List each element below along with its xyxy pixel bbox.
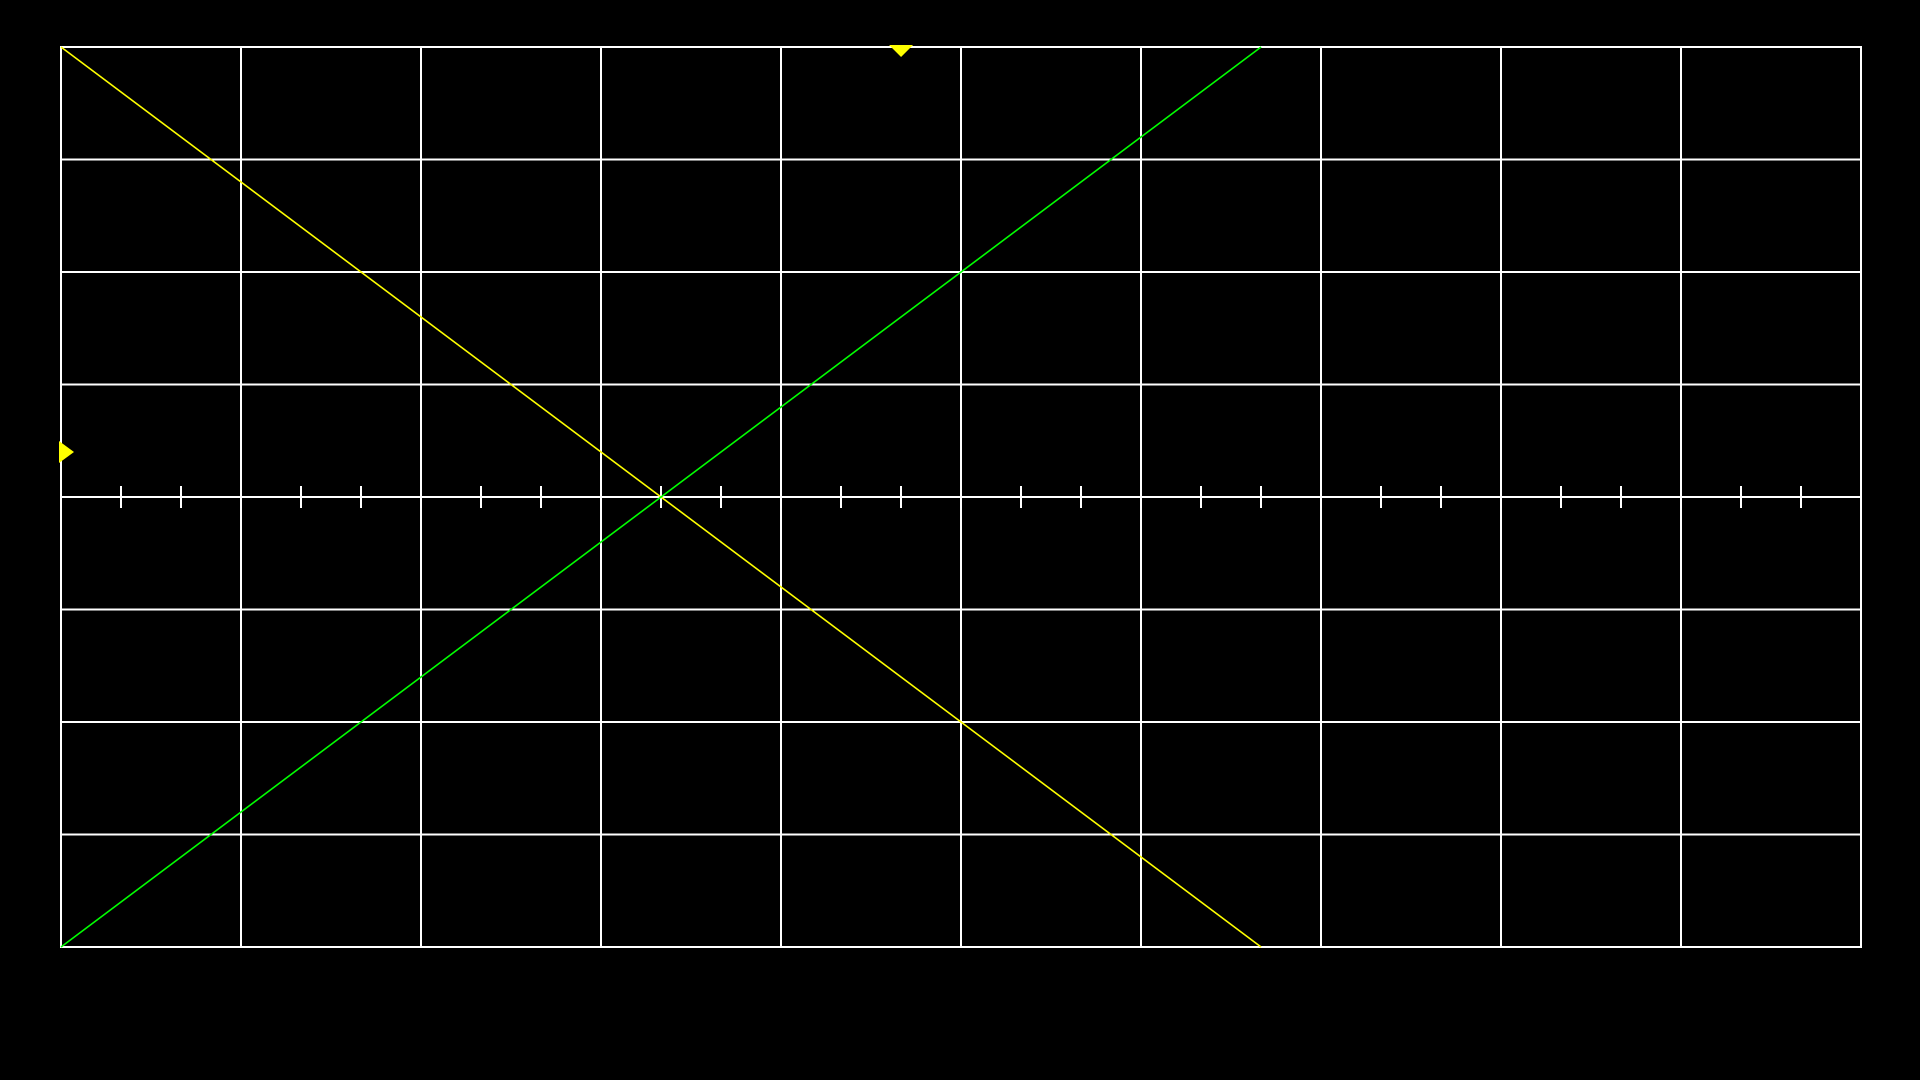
trigger-level-arrow-right-icon: [59, 441, 74, 463]
graticule-grid: [60, 46, 1862, 948]
trace-group: [60, 46, 1262, 948]
trigger-position-arrow-down-icon: [889, 45, 914, 57]
trace-ch2: [60, 46, 1262, 948]
marker-group: [59, 45, 914, 463]
